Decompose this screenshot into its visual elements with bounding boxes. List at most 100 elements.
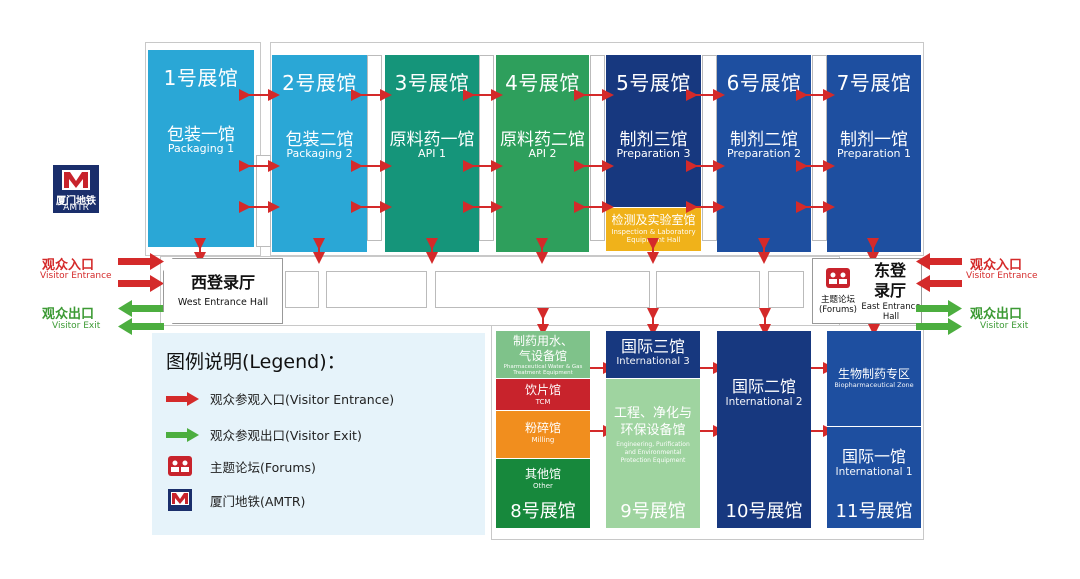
block-name: 其他馆 xyxy=(524,467,561,481)
hall-11-international-1[interactable]: 国际一馆 International 1 11号展馆 xyxy=(827,427,921,528)
hall-name: 制剂二馆 xyxy=(730,130,798,150)
corridor-box xyxy=(435,271,650,308)
hall-number: 6号展馆 xyxy=(726,71,802,95)
hall-9-international-3[interactable]: 国际三馆 International 3 xyxy=(606,331,700,378)
entrance-arrow-icon xyxy=(916,253,962,292)
metro-label-en: AMTR xyxy=(63,203,89,213)
hall-3[interactable]: 3号展馆 原料药一馆 API 1 xyxy=(385,55,479,252)
block-name: 生物制药专区 xyxy=(837,367,910,381)
entrance-arrow-icon xyxy=(118,253,164,292)
exit-arrow-icon xyxy=(118,300,164,335)
hall-name-en: East Entrance Hall xyxy=(861,302,921,322)
hall-number: 9号展馆 xyxy=(620,501,686,522)
block-name: 粉碎馆 xyxy=(524,421,561,435)
block-name: 工程、净化与 xyxy=(613,406,692,421)
hall-name-en: Packaging 1 xyxy=(167,142,235,155)
block-name: 检测及实验室馆 xyxy=(611,213,696,227)
hall-name-en: Preparation 3 xyxy=(616,147,691,160)
hall-11-biopharmaceutical[interactable]: 生物制药专区 Biopharmaceutical Zone xyxy=(827,331,921,426)
legend-label: 观众参观出口(Visitor Exit) xyxy=(210,428,362,443)
hall-number: 10号展馆 xyxy=(725,501,803,522)
hall-9-engineering[interactable]: 工程、净化与 环保设备馆 Engineering, Purification a… xyxy=(606,379,700,528)
entrance-arrow-icon xyxy=(166,391,199,406)
left-entrance-label: 观众入口 xyxy=(42,258,95,273)
hall-name: 制剂三馆 xyxy=(619,130,688,150)
hall-name-en: API 2 xyxy=(528,147,557,160)
metro-logo: 厦门地铁 AMTR xyxy=(53,165,99,213)
hall-8-tcm[interactable]: 饮片馆 TCM xyxy=(496,379,590,410)
connector-box xyxy=(590,55,605,241)
metro-icon xyxy=(168,489,192,511)
connector-box xyxy=(702,55,717,241)
block-name-en: International 1 xyxy=(835,466,913,478)
left-entrance-label-en: Visitor Entrance xyxy=(40,271,112,281)
right-exit-label: 观众出口 xyxy=(970,307,1023,322)
connector-box xyxy=(367,55,382,241)
hall-name-en: Preparation 2 xyxy=(726,147,802,160)
hall-name: 东登录厅 xyxy=(873,261,906,300)
exit-arrow-icon xyxy=(916,300,962,335)
right-exit-label-en: Visitor Exit xyxy=(980,321,1029,331)
block-name-en: Engineering, Purification and Environmen… xyxy=(616,441,690,464)
block-name-en: Milling xyxy=(531,436,555,444)
connector-box xyxy=(479,55,494,241)
right-entrance-label: 观众入口 xyxy=(970,258,1023,273)
hall-number: 7号展馆 xyxy=(836,71,912,95)
block-name-en: Pharmaceutical Water & Gas Treatment Equ… xyxy=(503,364,583,376)
legend-item-entrance: 观众参观入口(Visitor Entrance) xyxy=(166,389,394,408)
forums-icon xyxy=(826,268,850,288)
hall-7[interactable]: 7号展馆 制剂一馆 Preparation 1 xyxy=(827,55,921,252)
block-name: 国际三馆 xyxy=(620,337,685,356)
block-name: 国际一馆 xyxy=(841,447,906,466)
block-name: 制药用水、 xyxy=(512,334,573,348)
block-name-en: International 3 xyxy=(616,356,690,367)
west-entrance-hall[interactable]: 西登录厅 West Entrance Hall xyxy=(163,258,283,324)
metro-label: 厦门地铁 xyxy=(56,196,96,207)
hall-name-en: API 1 xyxy=(418,147,446,160)
corridor-box xyxy=(656,271,760,308)
hall-6[interactable]: 6号展馆 制剂二馆 Preparation 2 xyxy=(717,55,811,252)
hall-name: 原料药一馆 xyxy=(389,130,475,150)
legend-item-metro: 厦门地铁(AMTR) xyxy=(168,489,305,511)
forums-label-en: (Forums) xyxy=(818,305,857,315)
hall-name: 原料药二馆 xyxy=(500,130,585,150)
hall-5[interactable]: 5号展馆 制剂三馆 Preparation 3 xyxy=(606,55,701,207)
legend-item-exit: 观众参观出口(Visitor Exit) xyxy=(166,425,362,444)
left-exit-label-en: Visitor Exit xyxy=(52,321,101,331)
block-name-en: International 2 xyxy=(725,396,803,408)
hall-8-milling[interactable]: 粉碎馆 Milling xyxy=(496,411,590,458)
hall-8-water-gas[interactable]: 制药用水、 气设备馆 Pharmaceutical Water & Gas Tr… xyxy=(496,331,590,378)
block-name: 国际二馆 xyxy=(731,377,796,396)
hall-number: 8号展馆 xyxy=(510,501,576,522)
east-entrance-hall[interactable]: 主题论坛 (Forums) 东登录厅 East Entrance Hall xyxy=(812,258,922,324)
legend-label: 主题论坛(Forums) xyxy=(210,459,316,475)
hall-number: 5号展馆 xyxy=(616,71,691,95)
hall-name-en: West Entrance Hall xyxy=(177,297,269,308)
hall-name-en: Packaging 2 xyxy=(286,147,353,160)
forums-label: 主题论坛 xyxy=(820,295,855,305)
hall-8-other[interactable]: 其他馆 Other 8号展馆 xyxy=(496,459,590,528)
block-name: 气设备馆 xyxy=(518,349,567,363)
hall-2[interactable]: 2号展馆 包装二馆 Packaging 2 xyxy=(272,55,367,252)
hall-name-en: Preparation 1 xyxy=(836,147,912,160)
hall-number: 4号展馆 xyxy=(505,71,580,95)
legend-panel: 图例说明(Legend)： 观众参观入口(Visitor Entrance) 观… xyxy=(152,333,485,535)
hall-1[interactable]: 1号展馆 包装一馆 Packaging 1 xyxy=(148,50,254,247)
right-arrows xyxy=(916,253,962,335)
hall-number: 3号展馆 xyxy=(394,71,470,95)
block-name-en: Other xyxy=(533,482,553,490)
legend-label: 观众参观入口(Visitor Entrance) xyxy=(210,392,395,407)
hall-number: 11号展馆 xyxy=(835,501,913,522)
hall-4[interactable]: 4号展馆 原料药二馆 API 2 xyxy=(496,55,589,252)
hall-number: 1号展馆 xyxy=(163,66,239,90)
block-name: 环保设备馆 xyxy=(620,423,686,438)
hall-name: 包装二馆 xyxy=(285,130,354,150)
hall-10-international-2[interactable]: 国际二馆 International 2 10号展馆 xyxy=(717,331,811,528)
hall-name: 包装一馆 xyxy=(167,125,235,145)
corridor-box xyxy=(768,271,804,308)
hall-number: 2号展馆 xyxy=(282,71,357,95)
corridor-box xyxy=(285,271,319,308)
left-arrows xyxy=(118,253,164,335)
legend-title: 图例说明(Legend)： xyxy=(166,351,346,373)
hall-name: 西登录厅 xyxy=(190,273,255,292)
